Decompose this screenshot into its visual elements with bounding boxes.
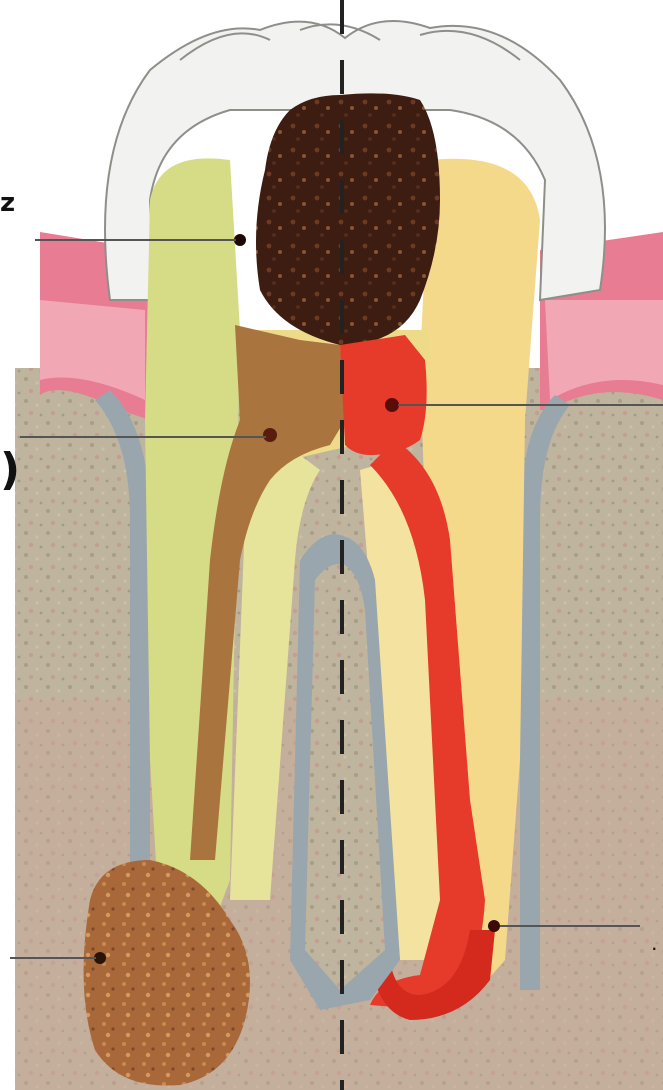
marker-dot-root bbox=[488, 920, 500, 932]
edge-mark-left-top: z bbox=[0, 190, 15, 216]
edge-mark-right-bottom: . bbox=[652, 940, 657, 952]
marker-dot-pulp-red bbox=[385, 398, 399, 412]
pulp-red-chamber bbox=[340, 335, 427, 455]
marker-dot-pulp-brown bbox=[263, 428, 277, 442]
edge-mark-left-mid: ) bbox=[0, 448, 20, 492]
caries-lesion bbox=[256, 93, 440, 345]
